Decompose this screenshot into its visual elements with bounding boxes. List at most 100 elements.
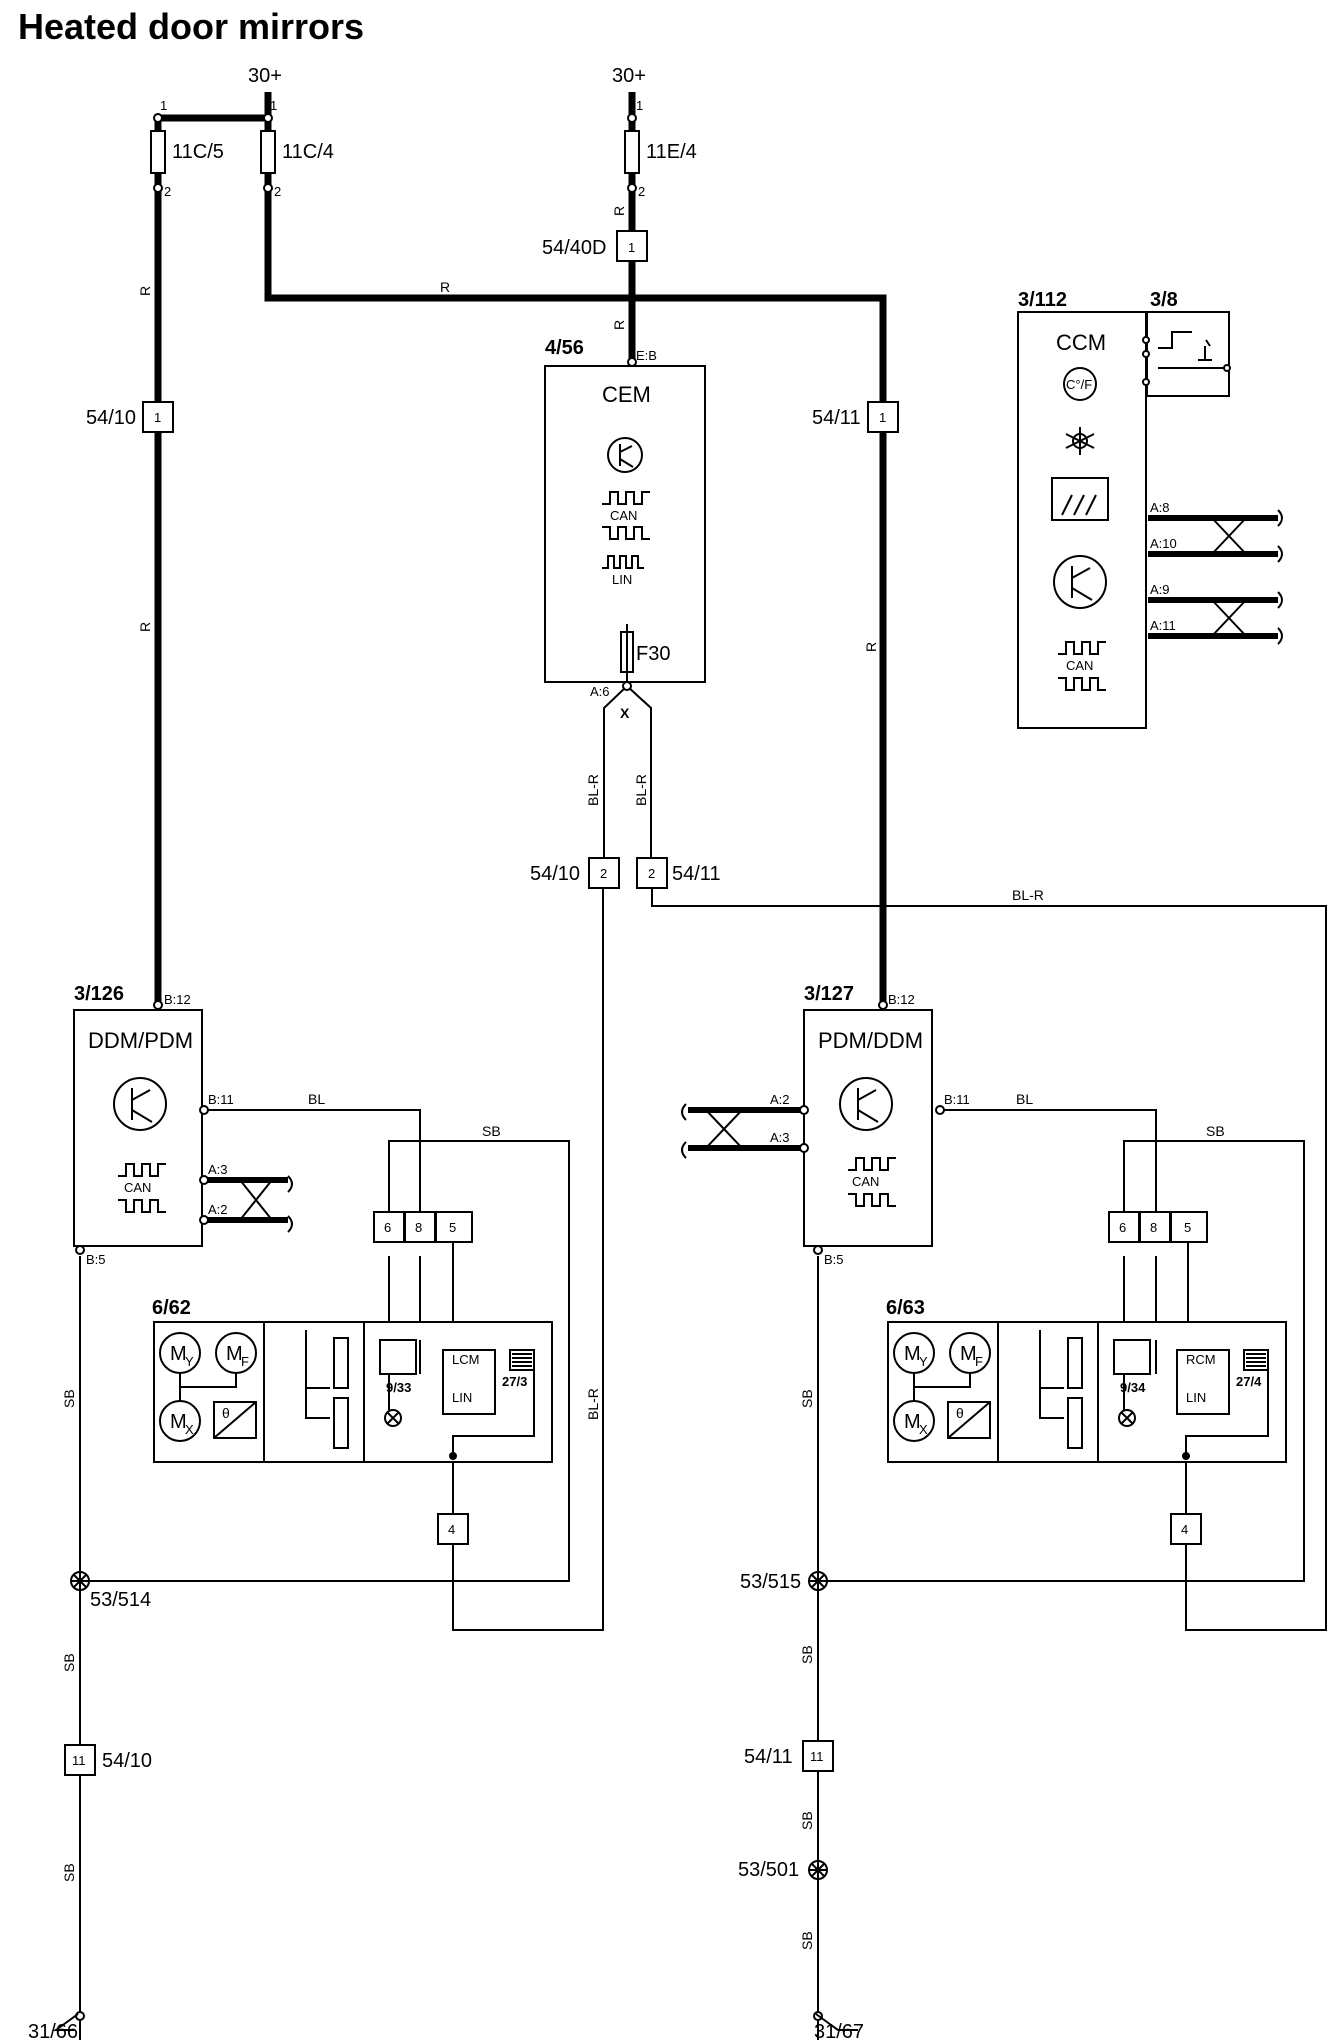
ddm-can-label: CAN [124,1180,151,1195]
motor-my-left-y: Y [185,1354,194,1369]
wire-color-bl-r-4: BL-R [585,1388,601,1420]
wire-color-sb-right-3: SB [799,1811,815,1830]
cem-lin-icon [602,555,644,569]
rcm-lin-label: LIN [1186,1390,1206,1405]
f30-label: F30 [636,643,670,665]
ddm-internals [75,1000,209,1255]
twisted-pair-ccm [1148,509,1283,645]
connector-54-40d-label: 54/40D [542,237,607,259]
ccm-fan-icon [1065,427,1095,455]
potentiometer-left-2 [333,1397,349,1449]
ddm-pin-6: 6 [384,1220,391,1235]
ccm-sub-id: 3/8 [1150,289,1178,311]
heater-9-33-label: 9/33 [386,1380,411,1395]
lcm-left-box [442,1349,496,1415]
cem-id: 4/56 [545,337,584,359]
pdm-pin-6: 6 [1119,1220,1126,1235]
connector-54-10-lower-label: 54/10 [102,1750,152,1772]
fuse-11c5-pin-bottom: 2 [164,184,171,199]
cem-can-label: CAN [610,508,637,523]
pdm-pin-8: 8 [1150,1220,1157,1235]
pdm-pin-gnd: B:5 [824,1252,844,1267]
fuse-11c4-label: 11C/4 [282,141,334,163]
ground-point-53-515-label: 53/515 [740,1571,801,1593]
lamp-left-icon [384,1409,402,1427]
connector-boxes [64,230,1208,1776]
fuse-11e4-pin-top: 1 [636,98,643,113]
sensor-theta-right-icon [947,1401,991,1439]
connector-54-10-lower-pin: 11 [72,1753,86,1768]
motor-mx-right-m: M [904,1411,921,1433]
ccm-temp-icon [1063,367,1097,401]
connector-54-10-upper-label: 54/10 [86,407,136,429]
wire-11c4-branch [264,118,887,1005]
ccm-pin-a10: A:10 [1150,536,1177,551]
labels: 30+ 30+ 1 1 1 2 2 2 11C/5 11C/4 11E/4 54… [28,65,1262,2040]
cem-box [544,365,706,683]
can-twisted-pairs [204,509,1283,1233]
wire-color-bl-right: BL [1016,1091,1033,1107]
ddm-pin-gnd: B:5 [86,1252,106,1267]
mirror-right-box [887,1321,1287,1463]
ccm-sub-box [1146,311,1230,397]
sensor-theta-right: θ [956,1405,964,1421]
mirror-left-internals [159,1322,535,1462]
wire-color-sb-right: SB [1206,1123,1225,1139]
potentiometer-right-1 [1067,1337,1083,1389]
fuses [150,113,640,193]
ddm-can-icon [118,1163,166,1213]
pdm-internals [799,1000,945,1255]
wire-color-sb-pdm: SB [799,1389,815,1408]
wire-color-r-fuse: R [611,206,627,216]
ccm-heater-icon [1051,477,1109,521]
cem-name: CEM [602,382,651,407]
ground-point-53-514-icon [70,1571,90,1591]
ccm-internals [1051,331,1231,691]
potentiometer-right-2 [1067,1397,1083,1449]
wire-color-sb-ddm: SB [61,1389,77,1408]
pdm-pin-bl: B:11 [944,1092,970,1107]
diagram-title: Heated door mirrors [18,6,365,47]
wire-color-r-cem: R [611,320,627,330]
ccm-can-icon [1058,641,1106,691]
ground-point-53-515-icon [808,1571,828,1591]
twisted-pair-pdm [681,1103,805,1159]
lamp-27-4-label: 27/4 [1236,1374,1262,1389]
cem-pin-in: E:B [636,348,657,363]
wire-color-sb-right-4: SB [799,1931,815,1950]
fuse-11e4 [624,130,640,174]
wire-ddm-sb-loop [80,1140,570,1582]
pdm-pin-5: 5 [1184,1220,1191,1235]
connector-54-40d-pin: 1 [628,240,635,255]
connector-54-10-mid-label: 54/10 [530,863,580,885]
cem-internals [602,357,650,691]
connector-ddm-5 [435,1211,473,1243]
lcm-label: LCM [452,1352,479,1367]
wire-color-r-horizontal: R [440,279,450,295]
ground-points [52,1571,858,2031]
fuse-11e4-label: 11E/4 [646,141,697,163]
ddm-transistor-icon [113,1077,167,1131]
sensor-theta-left: θ [222,1405,230,1421]
connector-54-11-upper [867,401,899,433]
fuse-11c5-label: 11C/5 [172,141,224,163]
wire-color-r-right: R [863,642,879,652]
ground-point-53-514-label: 53/514 [90,1589,151,1611]
ccm-transistor-icon [1053,555,1107,609]
wire-54-10-bl-r [452,886,604,1631]
pdm-can-icon [848,1157,896,1207]
mirror-right-id: 6/63 [886,1297,925,1319]
motor-mx-right-x: X [919,1422,928,1437]
motor-mf-right-m: M [960,1343,977,1365]
pdm-pin-a2: A:2 [770,1092,790,1107]
pdm-transistor-icon [839,1077,893,1131]
wire-color-bl-r-1: BL-R [585,774,601,806]
cross-mark: X [620,705,630,721]
connector-54-11-lower-label: 54/11 [744,1746,793,1768]
heater-9-34-label: 9/34 [1120,1380,1146,1395]
wire-color-bl-left: BL [308,1091,325,1107]
motor-mx-left-m: M [170,1411,187,1433]
rcm-label: RCM [1186,1352,1216,1367]
connector-right-4 [1170,1513,1202,1545]
connector-left-4 [437,1513,469,1545]
